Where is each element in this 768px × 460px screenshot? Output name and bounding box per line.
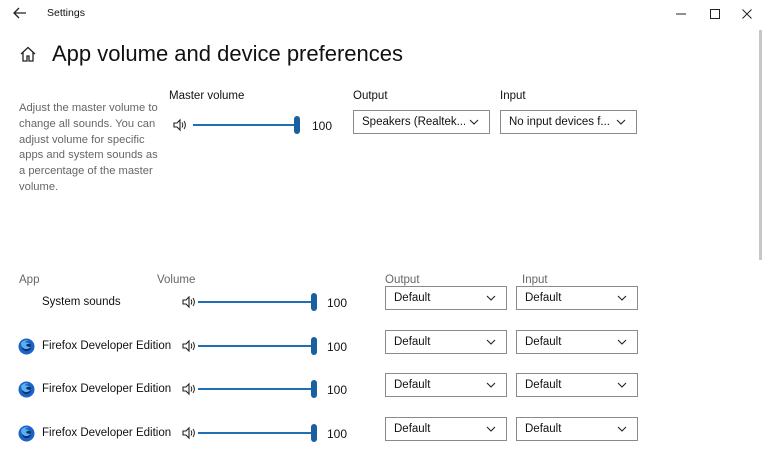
app-name: Firefox Developer Edition [42, 340, 172, 352]
slider-thumb[interactable] [294, 116, 300, 134]
app-volume-value: 100 [327, 383, 348, 397]
app-volume-slider[interactable] [198, 424, 317, 442]
chevron-down-icon [613, 339, 631, 345]
app-name: Firefox Developer Edition [42, 427, 172, 439]
slider-track [193, 124, 294, 126]
app-name: System sounds [42, 296, 121, 308]
app-input-value: Default [525, 292, 562, 304]
master-output-dropdown[interactable]: Speakers (Realtek... [353, 110, 490, 134]
app-volume-slider[interactable] [198, 293, 317, 311]
app-input-dropdown[interactable]: Default [516, 373, 638, 397]
title-bar [0, 0, 768, 27]
output-label: Output [353, 90, 388, 102]
page-description: Adjust the master volume to change all s… [19, 102, 158, 193]
firefox-developer-icon [18, 338, 35, 355]
app-volume-value: 100 [327, 427, 348, 441]
app-output-dropdown[interactable]: Default [385, 286, 507, 310]
app-output-value: Default [394, 423, 431, 435]
app-row-system-sounds: System sounds 100 Default Default [0, 286, 660, 316]
slider-track [198, 388, 311, 390]
app-name: Firefox Developer Edition [42, 383, 172, 395]
master-volume-label: Master volume [169, 90, 245, 102]
chevron-down-icon [465, 119, 483, 125]
chevron-down-icon [482, 426, 500, 432]
speaker-icon[interactable] [181, 426, 197, 440]
chevron-down-icon [613, 295, 631, 301]
close-button[interactable] [730, 0, 764, 27]
speaker-icon[interactable] [181, 295, 197, 309]
master-volume-slider[interactable] [193, 116, 300, 134]
maximize-button[interactable] [698, 0, 732, 27]
slider-track [198, 432, 311, 434]
column-header-volume: Volume [157, 274, 196, 286]
master-volume-value: 100 [312, 119, 333, 133]
minimize-button[interactable] [664, 0, 698, 27]
slider-thumb[interactable] [311, 380, 317, 398]
input-label: Input [500, 90, 526, 102]
app-output-dropdown[interactable]: Default [385, 417, 507, 441]
chevron-down-icon [612, 119, 630, 125]
speaker-icon[interactable] [172, 118, 188, 132]
slider-thumb[interactable] [311, 424, 317, 442]
app-input-value: Default [525, 336, 562, 348]
slider-track [198, 345, 311, 347]
firefox-developer-icon [18, 381, 35, 398]
chevron-down-icon [482, 339, 500, 345]
app-input-value: Default [525, 423, 562, 435]
chevron-down-icon [482, 295, 500, 301]
column-header-input: Input [522, 274, 548, 286]
page-title: App volume and device preferences [52, 41, 403, 66]
app-input-value: Default [525, 379, 562, 391]
slider-track [198, 301, 311, 303]
app-volume-value: 100 [327, 296, 348, 310]
app-row-firefox: Firefox Developer Edition 100 Default De… [0, 373, 660, 403]
app-row-firefox: Firefox Developer Edition 100 Default De… [0, 330, 660, 360]
app-output-dropdown[interactable]: Default [385, 330, 507, 354]
app-output-dropdown[interactable]: Default [385, 373, 507, 397]
slider-thumb[interactable] [311, 337, 317, 355]
maximize-icon [710, 8, 720, 19]
app-volume-slider[interactable] [198, 380, 317, 398]
master-output-value: Speakers (Realtek... [362, 116, 465, 128]
home-icon[interactable] [19, 45, 37, 63]
close-icon [742, 8, 752, 19]
app-output-value: Default [394, 379, 431, 391]
app-volume-value: 100 [327, 340, 348, 354]
chevron-down-icon [613, 382, 631, 388]
slider-thumb[interactable] [311, 293, 317, 311]
chevron-down-icon [613, 426, 631, 432]
minimize-icon [676, 13, 686, 14]
scrollbar[interactable] [757, 30, 763, 456]
column-header-output: Output [385, 274, 420, 286]
speaker-icon[interactable] [181, 339, 197, 353]
app-input-dropdown[interactable]: Default [516, 330, 638, 354]
speaker-icon[interactable] [181, 382, 197, 396]
master-input-value: No input devices f... [509, 116, 610, 128]
app-output-value: Default [394, 292, 431, 304]
app-output-value: Default [394, 336, 431, 348]
column-header-app: App [19, 274, 40, 286]
master-input-dropdown[interactable]: No input devices f... [500, 110, 637, 134]
scrollbar-thumb[interactable] [759, 30, 762, 260]
app-input-dropdown[interactable]: Default [516, 286, 638, 310]
app-input-dropdown[interactable]: Default [516, 417, 638, 441]
app-volume-slider[interactable] [198, 337, 317, 355]
chevron-down-icon [482, 382, 500, 388]
firefox-developer-icon [18, 425, 35, 442]
app-row-firefox: Firefox Developer Edition 100 Default De… [0, 417, 660, 447]
back-arrow-icon[interactable] [10, 4, 30, 22]
window-title: Settings [47, 7, 85, 19]
